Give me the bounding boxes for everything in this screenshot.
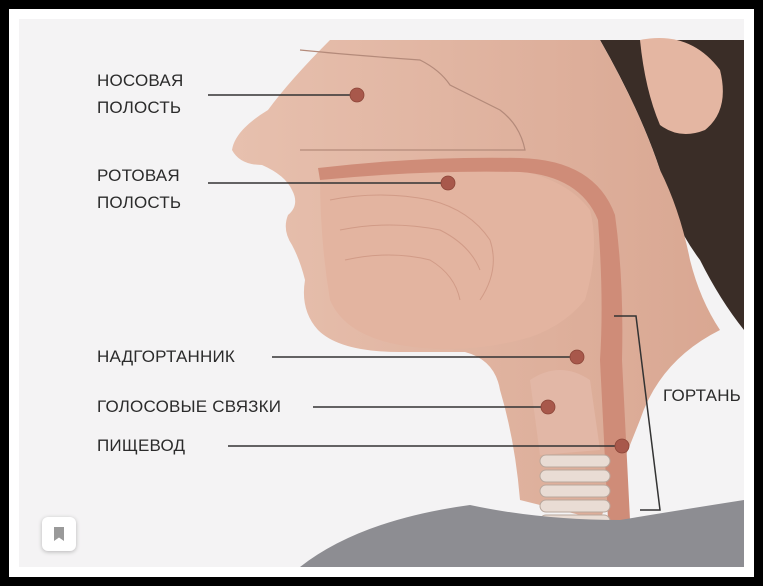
- label-oral-line1: РОТОВАЯ: [97, 162, 180, 190]
- marker-esophagus: [615, 439, 629, 453]
- label-epiglottis: НАДГОРТАННИК: [97, 343, 235, 371]
- marker-epiglottis: [570, 350, 584, 364]
- larynx-shape: [530, 370, 600, 455]
- label-larynx: ГОРТАНЬ: [663, 382, 741, 410]
- marker-nasal: [350, 88, 364, 102]
- marker-oral: [441, 176, 455, 190]
- bookmark-icon: [54, 527, 64, 541]
- label-vocal-cords: ГОЛОСОВЫЕ СВЯЗКИ: [97, 393, 281, 421]
- label-oral-line2: ПОЛОСТЬ: [97, 189, 181, 217]
- tongue-shape: [320, 164, 594, 349]
- label-nasal-line1: НОСОВАЯ: [97, 67, 183, 95]
- label-nasal-line2: ПОЛОСТЬ: [97, 94, 181, 122]
- bookmark-button[interactable]: [42, 517, 76, 551]
- marker-vocal-cords: [541, 400, 555, 414]
- trachea-rings: [540, 455, 610, 527]
- label-esophagus: ПИЩЕВОД: [97, 432, 185, 460]
